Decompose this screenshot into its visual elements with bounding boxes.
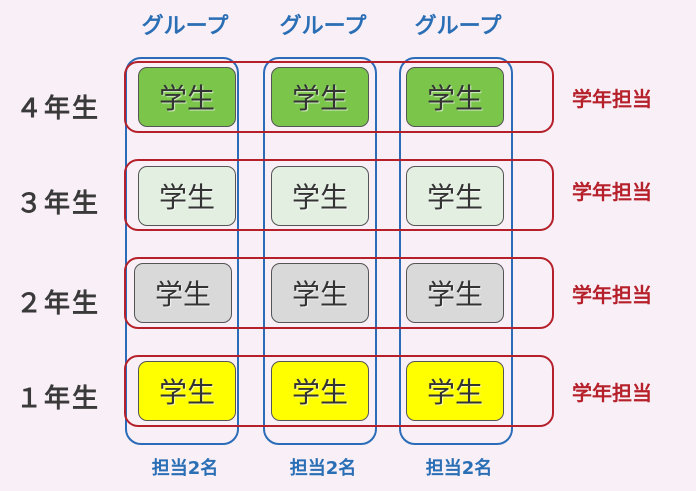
student-g1-c3: 学生 [406, 361, 504, 421]
student-g4-c3: 学生 [406, 67, 504, 127]
group-header-1: グループ [141, 14, 229, 39]
student-g4-c1: 学生 [138, 67, 236, 127]
grade-row-4 [124, 61, 554, 133]
student-g2-c3: 学生 [406, 263, 504, 323]
student-g1-c1: 学生 [138, 361, 236, 421]
group-column-2 [263, 57, 377, 445]
student-g3-c3: 学生 [406, 166, 504, 226]
grade-teacher-label-3: 学年担当 [572, 180, 652, 204]
grade-teacher-label-4: 学年担当 [572, 87, 652, 111]
grade-row-1 [124, 355, 554, 427]
group-header-3: グループ [414, 14, 502, 39]
grade-label-2: ２年生 [15, 289, 100, 319]
student-g3-c2: 学生 [271, 166, 369, 226]
grade-teacher-label-2: 学年担当 [572, 283, 652, 307]
grade-label-4: ４年生 [15, 94, 100, 124]
group-column-3 [399, 57, 513, 445]
grade-row-2 [124, 257, 554, 329]
grade-row-3 [124, 159, 554, 231]
student-g2-c1: 学生 [134, 263, 232, 323]
grade-label-3: ３年生 [15, 189, 100, 219]
student-g2-c2: 学生 [271, 263, 369, 323]
grade-label-1: １年生 [15, 384, 100, 414]
group-column-1 [125, 57, 239, 445]
group-header-2: グループ [279, 14, 367, 39]
student-g3-c1: 学生 [138, 166, 236, 226]
student-g1-c2: 学生 [271, 361, 369, 421]
group-footer-3: 担当2名 [425, 458, 493, 479]
grade-teacher-label-1: 学年担当 [572, 381, 652, 405]
student-g4-c2: 学生 [271, 67, 369, 127]
group-footer-1: 担当2名 [151, 458, 219, 479]
group-footer-2: 担当2名 [289, 458, 357, 479]
